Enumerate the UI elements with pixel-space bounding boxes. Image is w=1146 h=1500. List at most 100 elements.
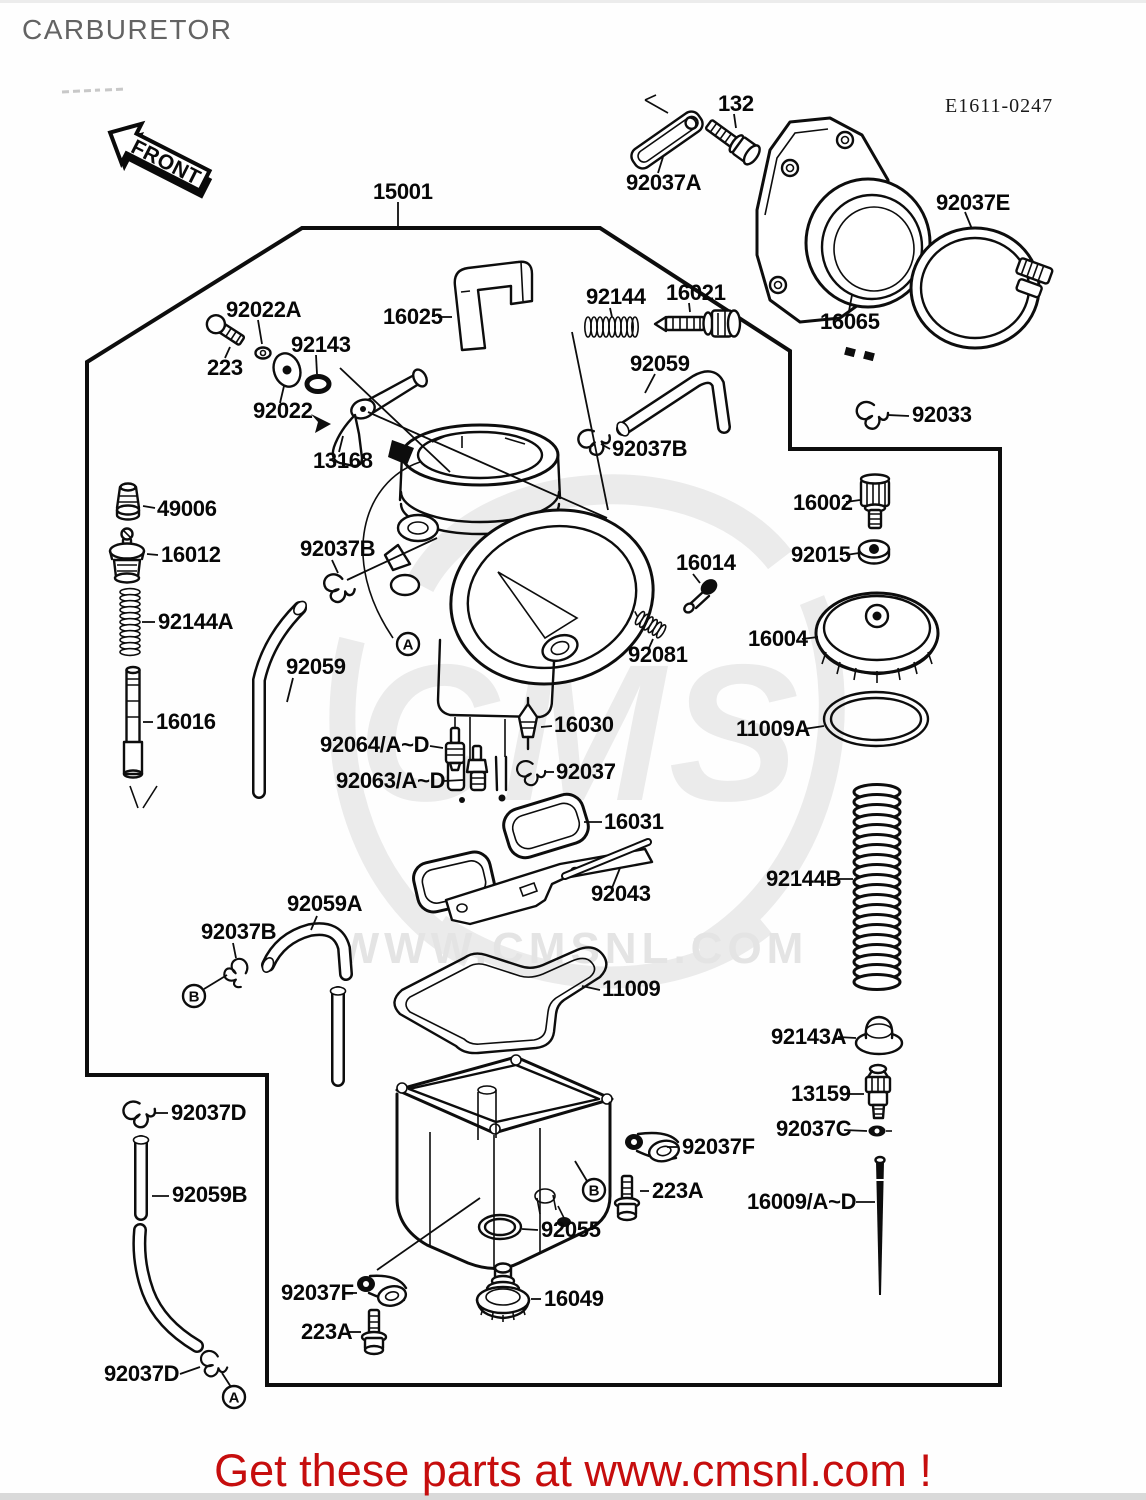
front-arrow-shape [107,120,213,194]
part-16049-drawing [475,1262,531,1322]
part-label-132[interactable]: 132 [718,91,754,116]
part-92037d-clip-top-drawing [120,1096,159,1131]
part-label-16049[interactable]: 16049 [544,1286,604,1311]
part-label-92037b-bottom[interactable]: 92037B [201,919,277,944]
part-label-16016[interactable]: 16016 [156,709,216,734]
part-label-92059-right[interactable]: 92059 [630,351,690,376]
float-bowl-drawing [395,1054,614,1270]
ref-marker-b-left: B [189,989,200,1006]
part-label-11009a[interactable]: 11009A [736,716,811,741]
part-92064-jet-drawing [444,726,466,772]
part-132-bolt-drawing [705,119,761,166]
part-92043-pin-drawing [561,838,652,880]
part-16031-float-drawing [412,792,654,926]
part-16025-drawing [453,260,534,352]
part-92059-hose-right-drawing [616,370,731,437]
part-92143-washer-drawing [304,374,332,394]
part-label-49006[interactable]: 49006 [157,496,217,521]
part-label-92063ad[interactable]: 92063/A~D [336,768,446,793]
part-label-16014[interactable]: 16014 [676,550,737,575]
part-label-92037d-top[interactable]: 92037D [171,1100,247,1125]
part-label-16031[interactable]: 16031 [604,809,664,834]
part-label-92037b-left[interactable]: 92037B [300,536,376,561]
top-edge-strip [0,0,1146,3]
part-92144-spring-drawing [583,316,639,338]
part-92063-jet-drawing [465,744,489,792]
part-label-92059a[interactable]: 92059A [287,891,363,916]
part-16021-bolt-drawing [653,309,742,338]
part-label-92037d-bottom[interactable]: 92037D [104,1361,180,1386]
part-92143a-drawing [854,1015,904,1056]
part-92037e-clamp-drawing [909,226,1054,350]
part-label-92059b[interactable]: 92059B [172,1182,248,1207]
part-label-16002[interactable]: 16002 [793,490,853,515]
part-label-92037f-left[interactable]: 92037F [281,1280,354,1305]
part-16002-drawing [859,473,891,530]
faded-artifact [61,87,127,94]
part-92037f-right-drawing [625,1131,681,1163]
part-label-13159[interactable]: 13159 [791,1081,851,1106]
part-label-92022[interactable]: 92022 [253,398,313,423]
ref-marker-b-bowl: B [589,1183,600,1200]
part-label-92015[interactable]: 92015 [791,542,851,567]
part-92037a-drawing [630,94,704,170]
part-92055-oring-drawing [477,1213,523,1241]
part-92037d-clip-bottom-drawing [194,1347,232,1382]
part-label-92144b[interactable]: 92144B [766,866,842,891]
footer-link[interactable]: Get these parts at www.cmsnl.com ! [214,1445,932,1496]
part-92022-seal-drawing [272,352,302,388]
part-16065-drawing [755,116,932,362]
part-label-92037c[interactable]: 92037C [776,1116,852,1141]
part-label-16065[interactable]: 16065 [820,309,880,334]
part-label-223a-left[interactable]: 223A [301,1319,353,1344]
part-11009-gasket-drawing [393,946,608,1055]
page-title: CARBURETOR [22,14,233,45]
part-label-13168[interactable]: 13168 [313,448,373,473]
part-label-16025[interactable]: 16025 [383,304,443,329]
part-label-16004[interactable]: 16004 [748,626,809,651]
part-16009-needle-drawing [874,1155,886,1295]
leader-lines [142,113,973,1388]
part-label-223a-right[interactable]: 223A [652,1178,704,1203]
part-223a-left-drawing [360,1308,388,1356]
part-label-92064ad[interactable]: 92064/A~D [320,732,430,757]
part-label-92143[interactable]: 92143 [291,332,351,357]
bottom-edge-strip [0,1493,1146,1500]
part-16014-drawing [683,579,718,614]
part-label-92022a[interactable]: 92022A [226,297,302,322]
part-label-92143a[interactable]: 92143A [771,1024,847,1049]
part-label-16030[interactable]: 16030 [554,712,614,737]
part-label-92037a[interactable]: 92037A [626,170,702,195]
part-16004-cap-drawing [814,591,940,683]
part-label-11009[interactable]: 11009 [602,976,661,1001]
part-label-16021[interactable]: 16021 [666,280,726,305]
part-92033-clip-drawing [855,400,890,430]
part-label-92144a[interactable]: 92144A [158,609,234,634]
part-label-92043[interactable]: 92043 [591,881,651,906]
part-label-92037b-right[interactable]: 92037B [612,436,688,461]
part-label-92055[interactable]: 92055 [541,1217,601,1242]
part-label-92037[interactable]: 92037 [556,759,616,784]
part-label-15001[interactable]: 15001 [373,179,433,204]
diagram-code: E1611-0247 [945,95,1053,117]
part-label-92037e[interactable]: 92037E [936,190,1010,215]
part-label-92059-left[interactable]: 92059 [286,654,346,679]
part-label-92037f-right[interactable]: 92037F [682,1134,755,1159]
part-92081-drawing [634,610,667,639]
part-label-92144[interactable]: 92144 [586,284,647,309]
front-arrow: FRONT [107,120,213,199]
part-label-16009ad[interactable]: 16009/A~D [747,1189,857,1214]
ref-markers: A B B A [181,631,607,1410]
part-label-223[interactable]: 223 [207,355,243,380]
ref-marker-a-carb: A [403,637,414,654]
part-label-16012[interactable]: 16012 [161,542,221,567]
part-16030-drawing [517,696,539,751]
part-13159-drawing [864,1063,892,1120]
part-92015-nut-drawing [857,539,891,565]
ref-marker-a-bottom: A [229,1390,240,1407]
part-13168-drawing [311,368,428,468]
part-label-92033[interactable]: 92033 [912,402,972,427]
part-labels: 15001 132 92037A 92037E 16065 92033 9202… [104,91,1010,1386]
part-label-92081[interactable]: 92081 [628,642,688,667]
